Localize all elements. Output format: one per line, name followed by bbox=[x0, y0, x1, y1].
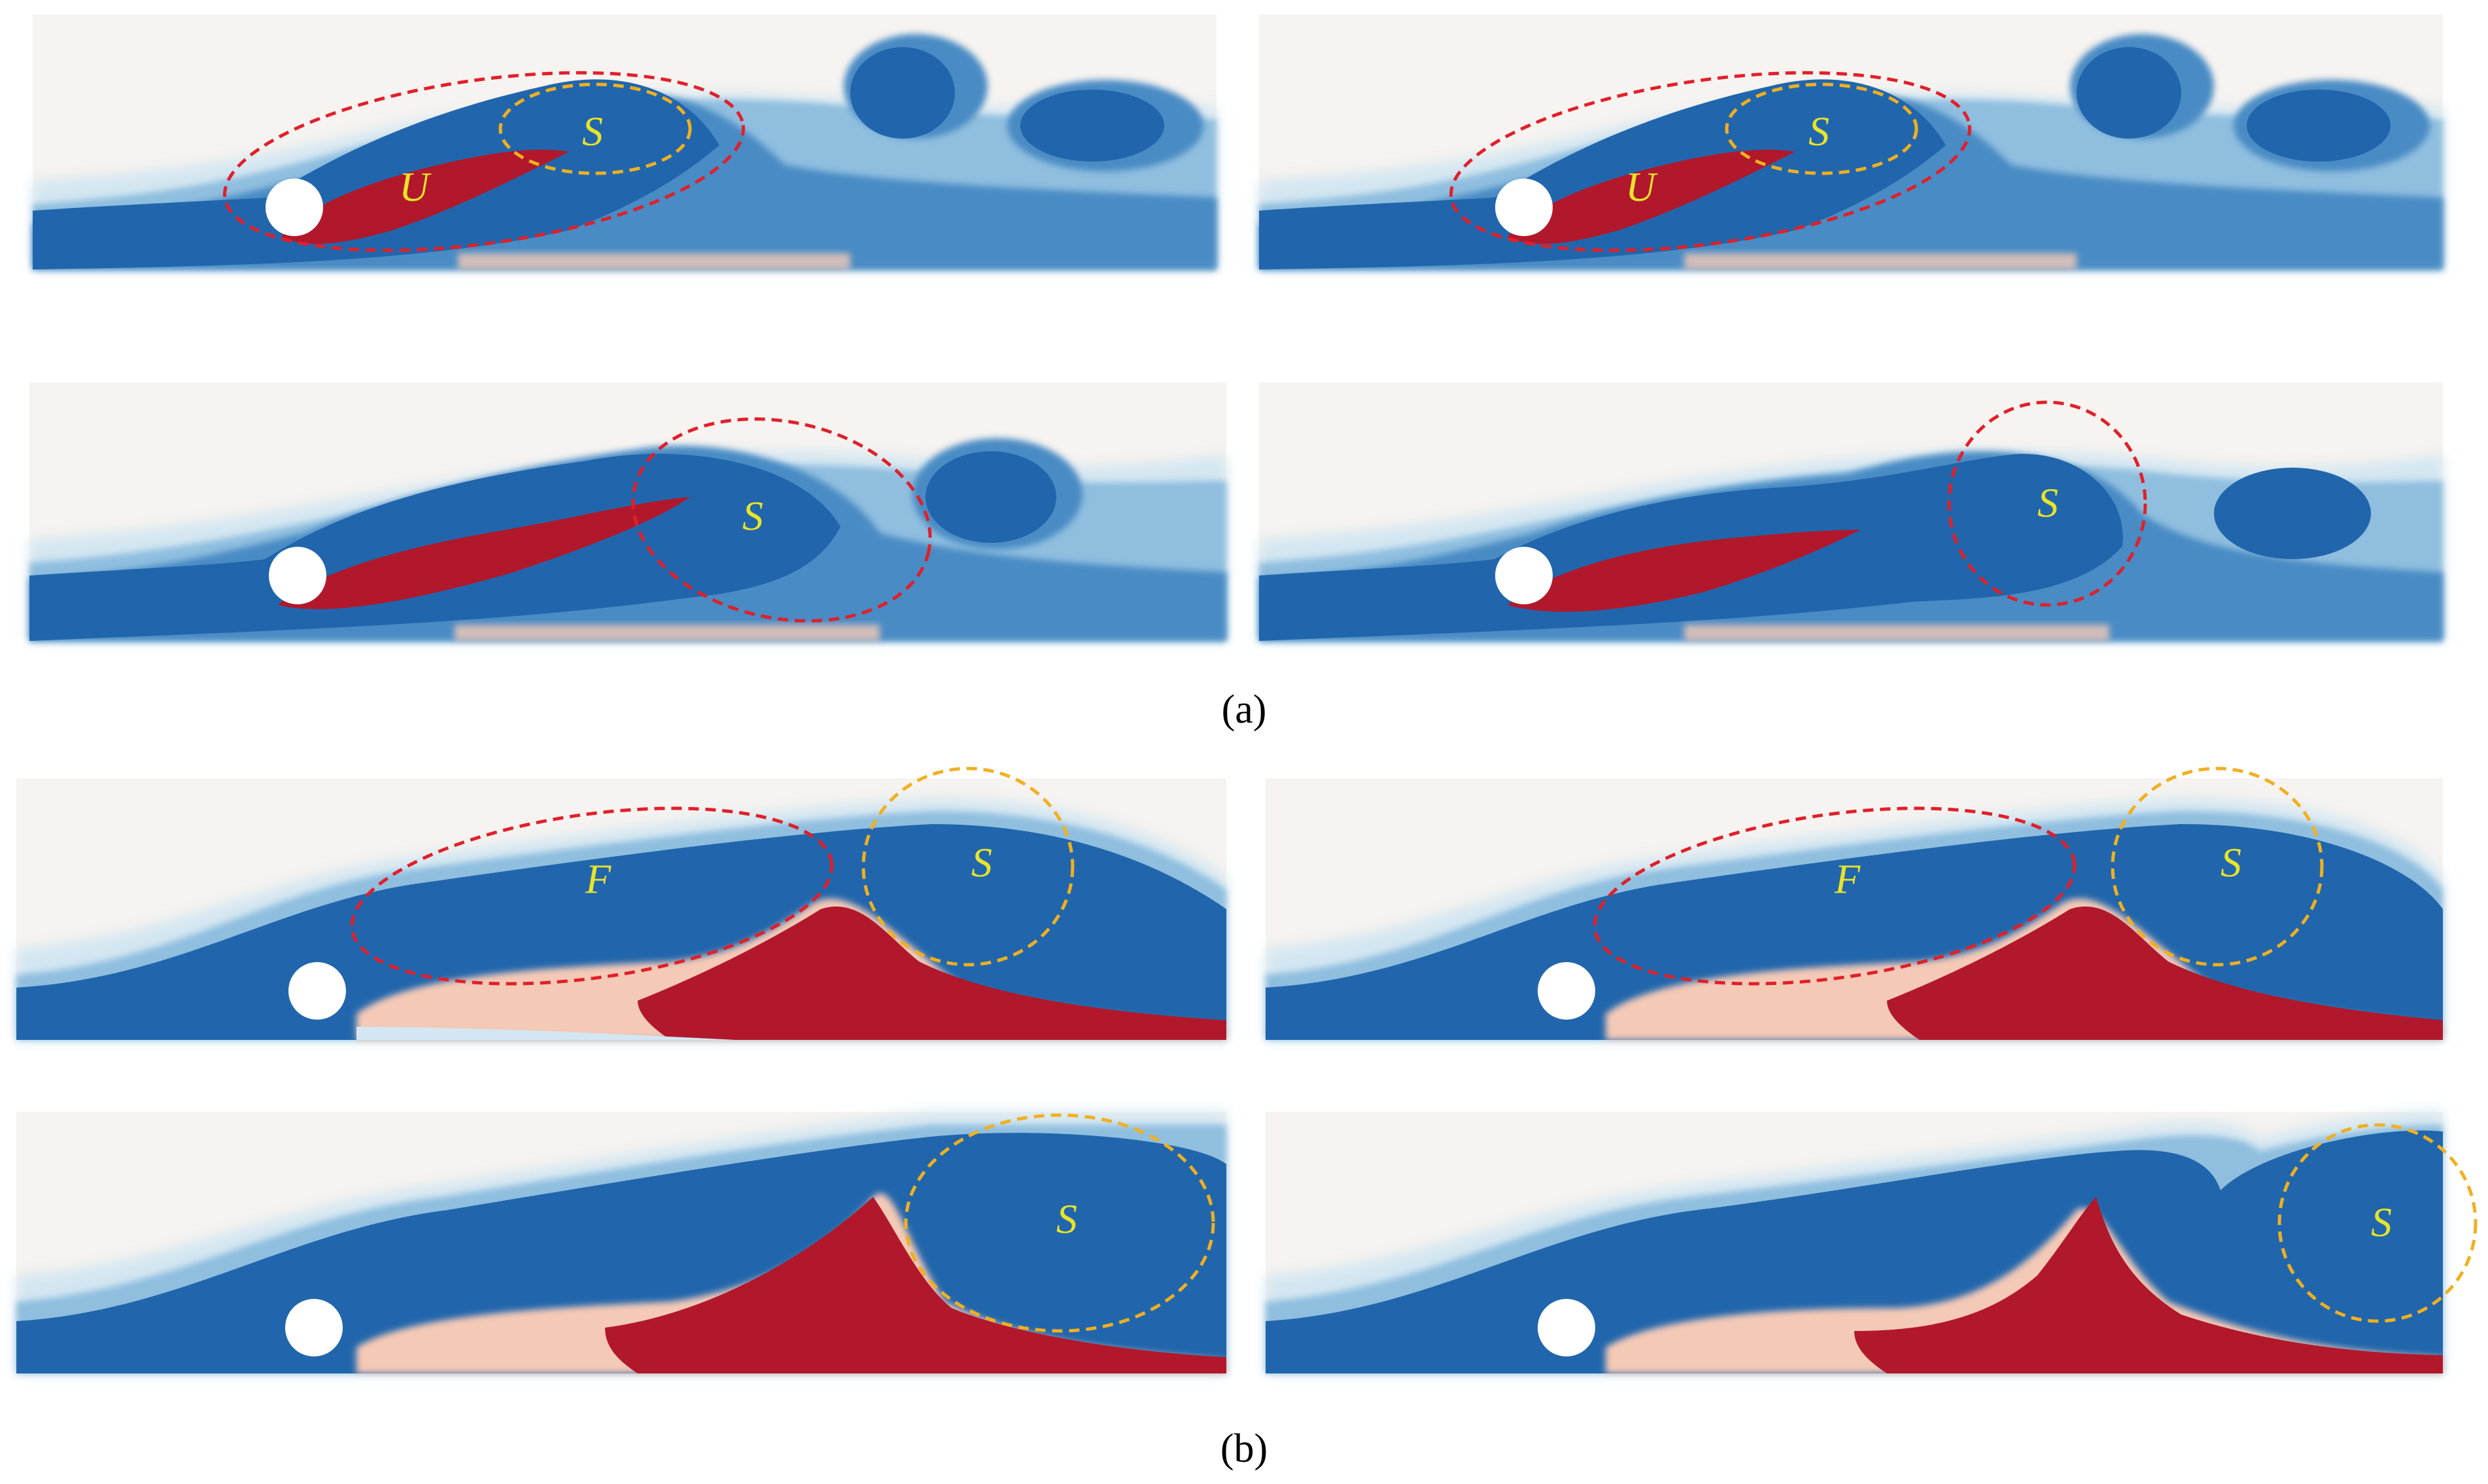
snapshot-b2: F S bbox=[1266, 767, 2443, 1040]
region-label-f: F bbox=[1834, 855, 1861, 902]
region-label-s: S bbox=[2371, 1199, 2392, 1245]
region-label-s: S bbox=[1808, 108, 1829, 154]
region-label-s: S bbox=[971, 839, 992, 886]
snapshot-a1: U S bbox=[33, 14, 1217, 270]
region-label-u: U bbox=[1625, 164, 1658, 210]
region-label-s: S bbox=[582, 108, 603, 154]
snapshot-b4: S bbox=[1266, 1112, 2478, 1373]
snapshot-a2: U S bbox=[1259, 14, 2443, 270]
region-label-s: S bbox=[742, 492, 763, 539]
snapshot-b1: F S bbox=[16, 767, 1226, 1040]
snapshot-a4: S bbox=[1259, 383, 2443, 641]
panel-label-a: (a) bbox=[1222, 687, 1267, 732]
region-label-f: F bbox=[585, 855, 612, 902]
snapshot-a3: S bbox=[29, 383, 1226, 641]
region-label-s: S bbox=[1056, 1196, 1077, 1242]
region-label-s: S bbox=[2220, 839, 2241, 886]
snapshot-b3: S bbox=[16, 1112, 1226, 1373]
panel-label-b: (b) bbox=[1220, 1426, 1268, 1471]
region-label-u: U bbox=[399, 164, 432, 210]
region-label-s: S bbox=[2037, 479, 2058, 526]
